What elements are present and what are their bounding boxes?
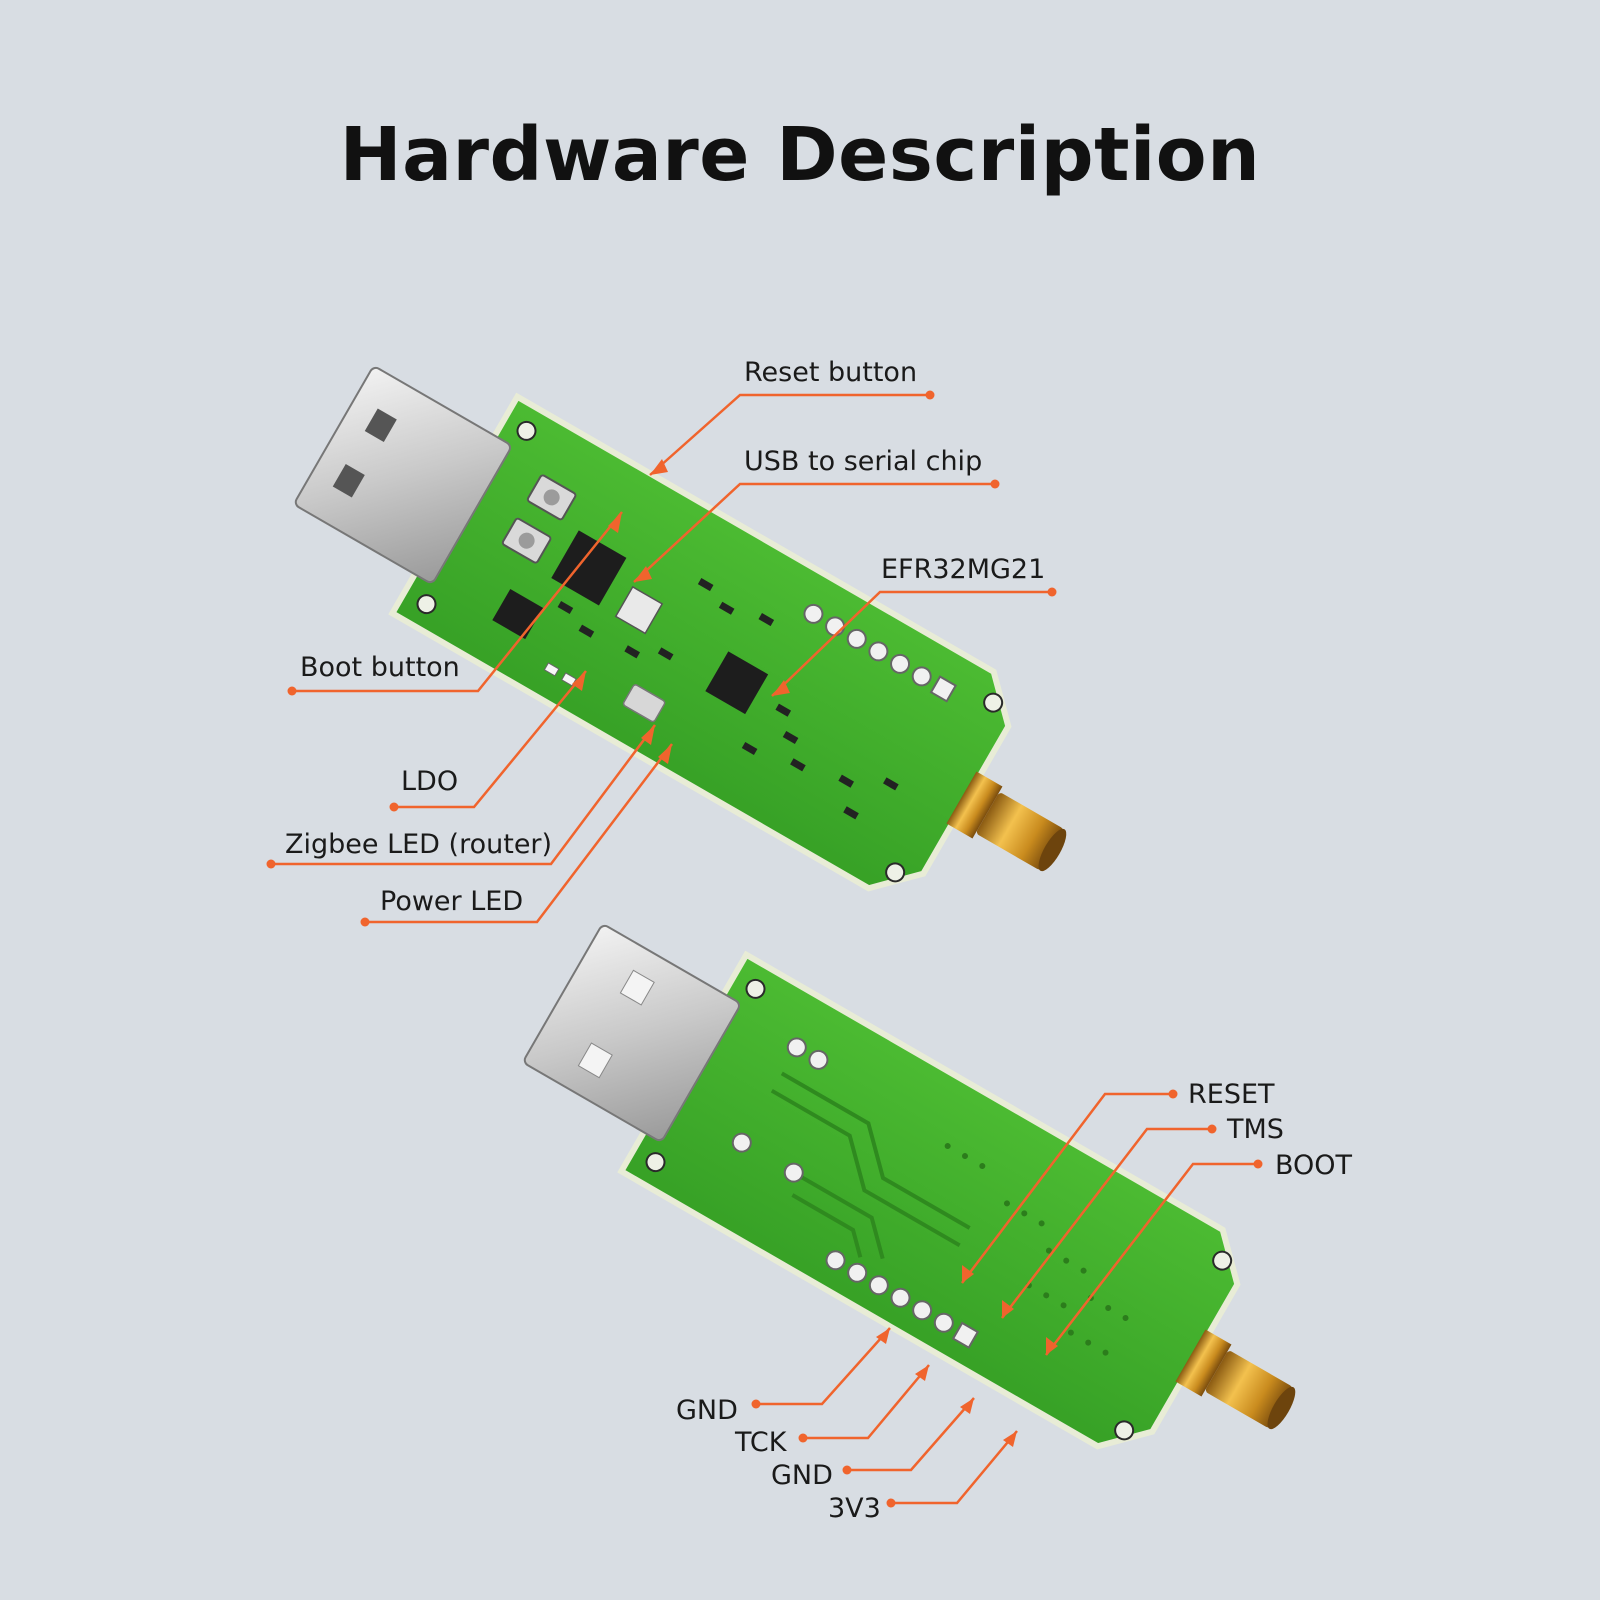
callout-tck xyxy=(803,1364,930,1440)
pcb-traces xyxy=(770,1071,971,1260)
callout-boot-button xyxy=(292,511,623,693)
usb-plug xyxy=(294,366,511,584)
bottom-callout-dots xyxy=(751,1089,1263,1508)
sma-connector-end xyxy=(1267,1386,1296,1430)
usb-serial-chip-part xyxy=(551,530,627,606)
label-boot-button: Boot button xyxy=(300,652,460,683)
callout-power-led xyxy=(365,743,673,924)
callout-3v3 xyxy=(891,1430,1018,1505)
dongle-top-view xyxy=(294,366,1067,892)
label-efr32mg21: EFR32MG21 xyxy=(881,554,1045,585)
sma-connector-end xyxy=(1038,828,1067,872)
callout-boot xyxy=(1045,1162,1258,1356)
top-callout-dots xyxy=(266,390,1057,927)
callout-tms xyxy=(1001,1127,1212,1319)
callout-gnd-2 xyxy=(847,1397,975,1472)
debug-pads xyxy=(825,1250,980,1349)
callout-usb-serial-chip xyxy=(633,482,995,583)
sma-connector-base xyxy=(1175,1329,1232,1397)
label-tck: TCK xyxy=(734,1427,788,1458)
dongle-bottom-view xyxy=(523,924,1296,1450)
pcb-board xyxy=(388,392,1012,892)
callout-efr32mg21 xyxy=(771,590,1052,697)
usb-hole xyxy=(364,408,397,443)
crystal-part xyxy=(622,684,666,723)
top-callout-arrows xyxy=(572,459,790,764)
mounting-holes-back xyxy=(645,978,1233,1441)
label-zigbee-led: Zigbee LED (router) xyxy=(285,829,552,860)
qr-code-part xyxy=(614,585,664,635)
pcb-board-back xyxy=(617,950,1241,1450)
label-reset: RESET xyxy=(1188,1079,1275,1110)
efr32mg21-part xyxy=(705,651,769,715)
zigbee-led-part xyxy=(543,662,560,677)
sma-connector-thread xyxy=(1205,1351,1292,1428)
usb-hole xyxy=(619,969,655,1006)
pcb-vias xyxy=(944,1143,1129,1356)
bottom-callout-lines xyxy=(756,1092,1258,1505)
label-boot: BOOT xyxy=(1275,1150,1353,1181)
label-3v3: 3V3 xyxy=(828,1493,881,1524)
callout-reset-button xyxy=(649,393,930,476)
label-usb-serial-chip: USB to serial chip xyxy=(744,446,982,477)
usb-hole xyxy=(577,1042,613,1079)
sma-connector-base xyxy=(946,771,1003,839)
usb-plug-back xyxy=(523,924,740,1142)
power-pads xyxy=(731,1037,829,1183)
label-gnd-1: GND xyxy=(676,1395,738,1426)
usb-hole xyxy=(332,463,365,498)
callout-ldo xyxy=(394,670,587,809)
callout-zigbee-led xyxy=(271,724,657,866)
label-reset-button: Reset button xyxy=(744,357,917,388)
mounting-holes xyxy=(416,420,1004,883)
label-power-led: Power LED xyxy=(380,886,523,917)
reset-button-cap xyxy=(543,489,560,506)
callout-reset xyxy=(961,1092,1173,1284)
page-title: Hardware Description xyxy=(339,112,1261,198)
top-callout-lines xyxy=(271,393,1052,924)
boot-button-cap xyxy=(518,532,535,549)
sma-connector-thread xyxy=(976,793,1063,870)
callout-gnd-1 xyxy=(756,1327,891,1406)
bottom-callout-arrows xyxy=(876,1265,1058,1447)
label-gnd-2: GND xyxy=(771,1460,833,1491)
smd-components xyxy=(557,578,899,820)
label-ldo: LDO xyxy=(401,766,458,797)
label-tms: TMS xyxy=(1226,1114,1284,1145)
